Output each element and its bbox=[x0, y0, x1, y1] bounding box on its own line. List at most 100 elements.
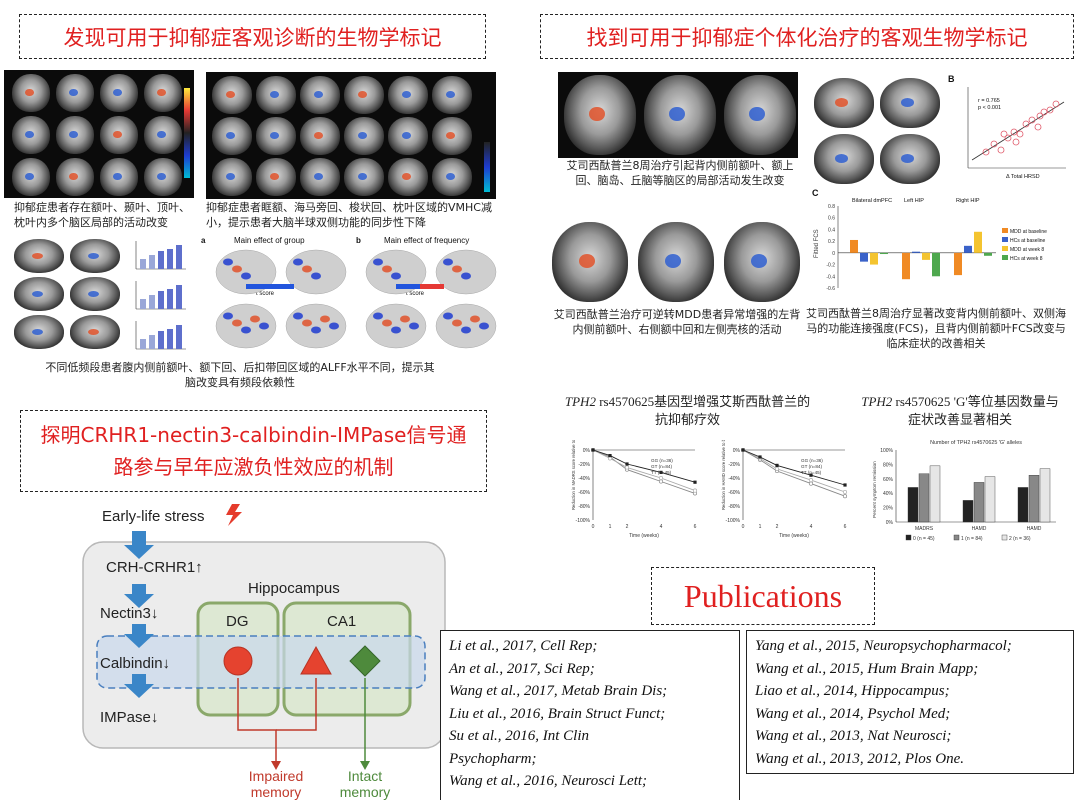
brain-slice bbox=[56, 158, 94, 196]
brain-slice bbox=[724, 75, 796, 155]
data-point bbox=[843, 483, 847, 487]
y-axis-label: Reduction in MADRS score relative to bas… bbox=[571, 440, 576, 510]
activation-blob bbox=[664, 254, 682, 269]
brain-slice bbox=[344, 158, 384, 196]
tscore-colorbar bbox=[246, 284, 294, 289]
activation-blob bbox=[25, 131, 34, 139]
title-publications: Publications bbox=[651, 567, 875, 625]
mri-sagittal-panels bbox=[10, 237, 125, 352]
legend-label: GT (n=84) bbox=[801, 464, 822, 469]
data-point bbox=[591, 448, 595, 452]
scatter-point bbox=[1036, 112, 1044, 120]
scatter-point bbox=[1034, 123, 1042, 131]
cortex-surface bbox=[435, 249, 497, 295]
cortical-surface-maps: Main effect of group a b Main effect of … bbox=[201, 236, 497, 349]
pub-item: Wang et al., 2013, 2012, Plos One. bbox=[755, 750, 965, 767]
brain-slice bbox=[388, 158, 428, 196]
brain-slice bbox=[212, 76, 252, 114]
pub-item: Li et al., 2017, Cell Rep; bbox=[449, 638, 598, 654]
activation-blob bbox=[157, 173, 166, 181]
y-tick-label: -80% bbox=[578, 504, 590, 510]
title-mechanism: 探明CRHR1-nectin3-calbindin-IMPase信号通 路参与早… bbox=[20, 410, 487, 492]
x-axis-label: Time (weeks) bbox=[629, 533, 659, 539]
pub-item: Wang et al., 2015, Hum Brain Mapp; bbox=[755, 660, 979, 677]
pathway-arrows bbox=[124, 531, 154, 698]
mini-bar bbox=[176, 245, 182, 269]
brain-slice bbox=[724, 222, 800, 302]
activation-blob bbox=[293, 258, 303, 266]
label-intact: Intact bbox=[348, 768, 382, 784]
remission-bar bbox=[907, 487, 919, 523]
activation-blob bbox=[750, 254, 768, 269]
category-label: Left HIP bbox=[904, 198, 924, 204]
brain-slice bbox=[144, 116, 182, 154]
pathway-diagram: Early-life stress CRH-CRHR1↑ Nectin3↓ Ca… bbox=[82, 504, 446, 800]
legend-label: MDD at baseline bbox=[1010, 229, 1047, 235]
caption-fcs: 艾司西酞普兰8周治疗显著改变背内侧前额叶、双侧海马的功能连接强度(FCS)，且背… bbox=[806, 307, 1066, 350]
y-tick-label: 80% bbox=[883, 462, 894, 468]
x-tick-label: 4 bbox=[660, 524, 663, 530]
y-tick-label: -40% bbox=[728, 476, 740, 482]
activation-blob bbox=[157, 89, 166, 97]
activation-blob bbox=[446, 132, 455, 140]
scatter-point bbox=[990, 140, 998, 148]
activation-blob bbox=[270, 173, 279, 181]
y-tick-label: -80% bbox=[728, 504, 740, 510]
data-point bbox=[741, 448, 745, 452]
scatter-point bbox=[1012, 138, 1020, 146]
pub-item: Su et al., 2016, Int Clin bbox=[449, 728, 589, 744]
mini-bar bbox=[140, 299, 146, 309]
fit-line bbox=[971, 101, 1065, 161]
title-mechanism-line1: 探明CRHR1-nectin3-calbindin-IMPase信号通 bbox=[40, 423, 467, 447]
mini-bar-charts bbox=[135, 241, 186, 350]
title-mechanism-line2: 路参与早年应激负性效应的机制 bbox=[113, 455, 394, 479]
pub-item: Wang et al., 2013, Nat Neurosci; bbox=[755, 728, 952, 744]
activation-blob bbox=[391, 326, 401, 334]
activation-blob bbox=[226, 173, 235, 181]
category-label: HAMD bbox=[1027, 526, 1042, 532]
x-tick-label: 0 bbox=[592, 524, 595, 530]
scatter-point bbox=[1004, 134, 1012, 142]
activation-blob bbox=[87, 328, 99, 335]
brain-slice bbox=[256, 158, 296, 196]
y-axis-label: Fitted FCS bbox=[814, 229, 820, 258]
series-line bbox=[742, 449, 846, 486]
legend-label: HCs at week 8 bbox=[1010, 256, 1043, 262]
activation-blob bbox=[270, 91, 279, 99]
mini-bar bbox=[167, 249, 173, 269]
data-point bbox=[808, 481, 814, 486]
brain-slice bbox=[638, 222, 714, 302]
ca1-green-diamond bbox=[349, 645, 381, 677]
legend-swatch bbox=[905, 534, 912, 541]
vmhc-colorbar bbox=[484, 142, 490, 192]
fcs-bar bbox=[922, 252, 930, 260]
label-r-value: r = 0.765 bbox=[978, 98, 1000, 104]
brain-slice bbox=[564, 75, 636, 155]
mri-mfg-dmpfc-putamen bbox=[550, 220, 804, 303]
mri-grid-vmhc bbox=[206, 72, 496, 199]
activation-blob bbox=[314, 173, 323, 181]
mini-bar bbox=[167, 289, 173, 309]
activation-blob bbox=[358, 132, 367, 140]
pub-item: An et al., 2017, Sci Rep; bbox=[449, 660, 595, 677]
label-main-effect-frequency: Main effect of frequency bbox=[384, 236, 469, 245]
activation-blob bbox=[69, 173, 78, 181]
legend-label: 2 (n = 36) bbox=[1009, 536, 1031, 542]
label-calbindin: Calbindin↓ bbox=[100, 655, 170, 672]
activation-blob bbox=[302, 265, 312, 273]
data-point bbox=[658, 479, 664, 484]
category-label: Right HIP bbox=[956, 198, 980, 204]
label-delta-hrsd: Δ Total HRSD bbox=[1006, 174, 1040, 180]
activation-blob bbox=[901, 154, 915, 163]
brain-slice bbox=[552, 222, 628, 302]
brain-slice bbox=[344, 117, 384, 155]
activation-blob bbox=[402, 173, 411, 181]
legend-swatch bbox=[1002, 228, 1008, 233]
y-tick-label: -20% bbox=[578, 462, 590, 468]
brain-slice bbox=[644, 75, 716, 155]
brain-slice bbox=[14, 239, 64, 273]
activation-blob bbox=[232, 265, 242, 273]
fcs-bar bbox=[902, 252, 910, 280]
label-panel-a: a bbox=[201, 236, 206, 245]
